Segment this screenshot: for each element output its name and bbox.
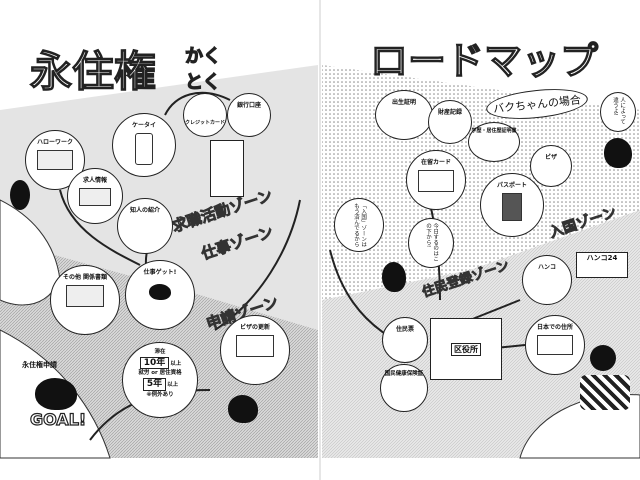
woman-character (10, 180, 30, 210)
node-label: 仕事ゲット! (143, 269, 177, 276)
node-label: パスポート (496, 182, 527, 189)
stay-years: 10年 (139, 356, 170, 370)
speech-bubble-entry-done: 「入国」ゾーンはもう済んでるから (334, 198, 384, 252)
node-label: 知人の紹介 (129, 207, 160, 214)
shop-sign: ハンコ24 (586, 254, 618, 262)
node-label: 住民票 (395, 326, 414, 333)
node-label: ハンコ (537, 264, 556, 271)
node-label: クレジットカード (184, 120, 225, 126)
node-birth-cert: 出生証明 (375, 90, 433, 140)
node-label: 学歴・居住歴証明書 (471, 128, 517, 134)
baku-character-top (604, 138, 632, 168)
node-passport: パスポート (480, 173, 544, 237)
node-label: その他 関係書類 (62, 274, 108, 281)
node-job-get: 仕事ゲット! (125, 260, 195, 330)
node-residence-card: 在留カード (406, 150, 466, 210)
stay-label: 滞在 (154, 349, 166, 355)
stay-over: 以上 (170, 360, 182, 367)
node-bank-account: 銀行口座 (227, 93, 271, 137)
exception-note: ※例外あり (146, 391, 174, 398)
node-address: 日本での住所 (525, 315, 585, 375)
node-other-docs: その他 関係書類 (50, 265, 120, 335)
id-card-icon (418, 170, 454, 193)
document-stack-icon (66, 285, 104, 308)
baku-goal-character (35, 378, 77, 410)
convenience-store: ハンコ24 (576, 252, 628, 278)
node-label: ビザの更新 (239, 324, 270, 331)
node-label: 出生証明 (391, 99, 416, 106)
visa-card-icon (236, 335, 274, 358)
ward-office-building: 区役所 (430, 318, 502, 380)
left-page-title: 永住権 (29, 46, 157, 96)
girl-character (590, 345, 616, 371)
node-label: ケータイ (131, 122, 156, 129)
node-education-cert: 学歴・居住歴証明書 (468, 122, 520, 162)
node-label: 国民健康保険証 (384, 371, 424, 377)
house-icon (537, 335, 573, 356)
work-over: 以上 (167, 381, 179, 388)
goal-label: GOAL! (29, 409, 87, 429)
ward-office-sign: 区役所 (451, 342, 481, 356)
node-label: 在留カード (420, 159, 451, 166)
passport-icon (502, 193, 522, 222)
baku-chef-icon (149, 284, 171, 301)
speech-bubble-varies: 人によって違うよ! (600, 92, 636, 132)
office-icon (37, 150, 73, 171)
baku-character-middle (382, 262, 406, 292)
node-job-info: 求人情報 (67, 168, 123, 224)
node-label: 財産記録 (437, 109, 462, 116)
work-years: 5年 (142, 377, 167, 391)
baku-character (228, 395, 258, 423)
speech-bubble-today: 今日するのはこの下から! (408, 218, 454, 268)
node-visa: ビザ (530, 145, 572, 187)
smartphone-icon (135, 133, 153, 166)
work-label: 就労 or 居住資格 (138, 370, 182, 377)
bank-building-icon (210, 140, 244, 197)
node-property-record: 財産記録 (428, 100, 472, 144)
node-visa-renewal: ビザの更新 (220, 315, 290, 385)
left-page-title-suffix: かくとく (184, 45, 221, 93)
node-health-insurance: 国民健康保険証 (380, 364, 428, 412)
pr-application-label: 永住権申請 (22, 361, 57, 369)
node-label: 日本での住所 (536, 324, 573, 331)
node-label: ビザ (544, 154, 557, 161)
node-credit-card: クレジットカード (183, 93, 227, 137)
girl-sweater (580, 375, 630, 410)
magazine-icon (79, 188, 111, 207)
node-hanko: ハンコ (522, 255, 572, 305)
node-label: ハローワーク (36, 139, 73, 146)
node-phone: ケータイ (112, 113, 176, 177)
right-page-title: ロードマップ (369, 38, 599, 83)
node-label: 求人情報 (82, 177, 107, 184)
node-juminhyo: 住民票 (382, 317, 428, 363)
node-stay-requirements: 滞在 10年以上 就労 or 居住資格 5年以上 ※例外あり (122, 342, 198, 418)
node-label: 銀行口座 (236, 102, 261, 109)
node-acquaintance: 知人の紹介 (117, 198, 173, 254)
